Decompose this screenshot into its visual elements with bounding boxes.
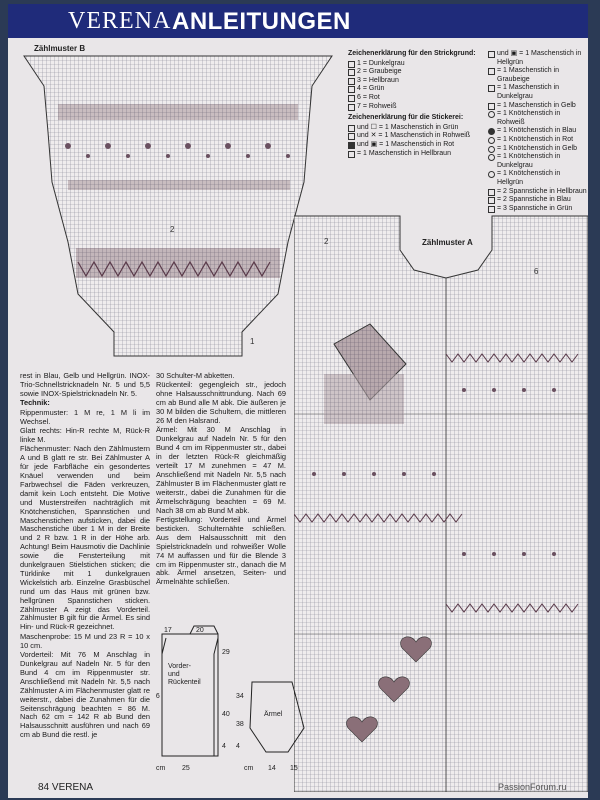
dim-label: 34 (236, 693, 244, 700)
front-label: und (168, 671, 180, 678)
swatch-icon (348, 124, 355, 132)
swatch-icon (488, 102, 495, 110)
dim-label: 25 (182, 765, 190, 772)
sleeve-label: Ärmel (264, 710, 283, 718)
swatch-icon (348, 103, 355, 111)
paragraph: Rückenteil: gegengleich str., jedoch ohn… (156, 380, 286, 426)
legend-row: 7 = Rohweiß (348, 103, 476, 112)
brand-logo: VERENA (68, 8, 172, 34)
legend-row: und ☐ = 1 Maschenstich in Grün (348, 124, 476, 133)
legend-row: und ✕ = 1 Maschenstich in Rohweiß (348, 132, 476, 141)
paragraph: Rippenmuster: 1 M re, 1 M li im Wechsel. (20, 407, 150, 426)
dim-label: cm (156, 765, 166, 772)
paragraph: rest in Blau, Gelb und Hellgrün. INOX-Tr… (20, 371, 150, 398)
legend-row: = 3 Spannstiche in Grün (488, 205, 588, 214)
legend-row: = 1 Knötchenstich in Gelb (488, 145, 588, 154)
legend-ground-title: Zeichenerklärung für den Strickgrund: (348, 50, 476, 57)
svg-text:2: 2 (324, 237, 329, 246)
legend-row: 4 = Grün (348, 85, 476, 94)
dim-label: 4 (222, 743, 226, 750)
dim-label: 40 (222, 711, 230, 718)
line-icon (488, 188, 495, 196)
size-schematic: Vorder- und Rückenteil 17 20 29 40 4 66 … (156, 625, 305, 772)
front-label: Vorder- (168, 663, 192, 670)
watermark: PassionForum.ru (498, 782, 567, 792)
page-title: ANLEITUNGEN (172, 8, 351, 35)
legend-ground: Zeichenerklärung für den Strickgrund: 1 … (348, 50, 476, 158)
magazine-page: VERENA ANLEITUNGEN Zählmuster B 2 1 (8, 4, 588, 798)
dot-icon (488, 154, 495, 162)
dim-label: 14 (268, 765, 276, 772)
swatch-icon (348, 141, 355, 149)
legend-row: = 1 Knötchenstich in Dunkelgrau (488, 153, 588, 170)
legend-row: = 1 Maschenstich in Hellbraun (348, 150, 476, 159)
dot-icon (488, 128, 495, 136)
front-label: Rückenteil (168, 679, 201, 686)
header-banner: VERENA ANLEITUNGEN (8, 4, 588, 38)
legend-row: = 1 Knötchenstich in Rot (488, 136, 588, 145)
dot-icon (488, 111, 495, 119)
swatch-icon (488, 68, 495, 76)
svg-text:1: 1 (250, 337, 255, 346)
dim-label: 20 (196, 627, 204, 634)
paragraph: Glatt rechts: Hin-R rechte M, Rück-R lin… (20, 425, 150, 444)
swatch-icon (348, 69, 355, 77)
dim-label: 15 (290, 765, 298, 772)
paragraph: Ärmel: Mit 30 M Anschlag in Dunkelgrau a… (156, 425, 286, 515)
legend-row: 6 = Rot (348, 94, 476, 103)
paragraph: 30 Schulter-M abketten. (156, 371, 235, 380)
swatch-icon (488, 85, 495, 93)
legend-row: = 1 Knötchenstich in Blau (488, 127, 588, 136)
dim-label: 38 (236, 721, 244, 728)
legend-row: und ▣ = 1 Maschenstich in Rot (348, 141, 476, 150)
line-icon (488, 197, 495, 205)
dim-label: 29 (222, 649, 230, 656)
chart-a-label: Zählmuster A (422, 238, 473, 247)
legend-row: = 1 Maschenstich in Dunkelgrau (488, 84, 588, 101)
paragraph: Maschenprobe: 15 M und 23 R = 10 x 10 cm… (20, 631, 150, 650)
swatch-icon (348, 94, 355, 102)
dot-icon (488, 171, 495, 179)
legend-row: = 1 Knötchenstich in Rohweiß (488, 110, 588, 127)
line-icon (488, 205, 495, 213)
legend-row: und ▣ = 1 Maschenstich in Hellgrün (488, 50, 588, 67)
paragraph: Flächenmuster: Nach den Zählmustern A un… (20, 444, 150, 632)
chart-a-grid: 2 6 (294, 215, 588, 792)
legend-row: = 1 Maschenstich in Gelb (488, 102, 588, 111)
instructions-column-2: 30 Schulter-M abketten. Rückenteil: gege… (156, 371, 286, 588)
chart-b-label: Zählmuster B (34, 44, 86, 53)
legend-row: = 2 Spannstiche in Blau (488, 196, 588, 205)
legend-stitches: und ▣ = 1 Maschenstich in Hellgrün = 1 M… (488, 50, 588, 213)
legend-stitch-title: Zeichenerklärung für die Stickerei: (348, 114, 464, 122)
swatch-icon (348, 86, 355, 94)
chart-b-grid: 2 1 (23, 55, 333, 357)
legend-row: = 1 Knötchenstich in Hellgrün (488, 170, 588, 187)
instructions-column-1: rest in Blau, Gelb und Hellgrün. INOX-Tr… (20, 371, 150, 741)
swatch-icon (348, 60, 355, 68)
svg-text:2: 2 (170, 225, 175, 234)
dim-label: cm (244, 765, 254, 772)
legend-row: 3 = Hellbraun (348, 77, 476, 86)
dim-label: 66 (156, 693, 160, 700)
swatch-icon (348, 133, 355, 141)
paragraph: Technik: (20, 398, 50, 408)
dim-label: 4 (236, 743, 240, 750)
dim-label: 17 (164, 627, 172, 634)
swatch-icon (348, 150, 355, 158)
paragraph: Vorderteil: Mit 76 M Anschlag in Dunkelg… (20, 650, 150, 740)
swatch-icon (488, 51, 495, 58)
page-footer: 84 VERENA (38, 782, 94, 793)
legend-row: = 2 Spannstiche in Hellbraun (488, 188, 588, 197)
legend-row: 1 = Dunkelgrau (348, 60, 476, 69)
paragraph: Fertigstellung: Vorderteil und Ärmel bes… (156, 515, 286, 587)
legend-row: 2 = Graubeige (348, 68, 476, 77)
swatch-icon (348, 77, 355, 85)
legend-row: = 1 Maschenstich in Graubeige (488, 67, 588, 84)
svg-text:6: 6 (534, 267, 539, 276)
dot-icon (488, 136, 495, 144)
dot-icon (488, 145, 495, 153)
